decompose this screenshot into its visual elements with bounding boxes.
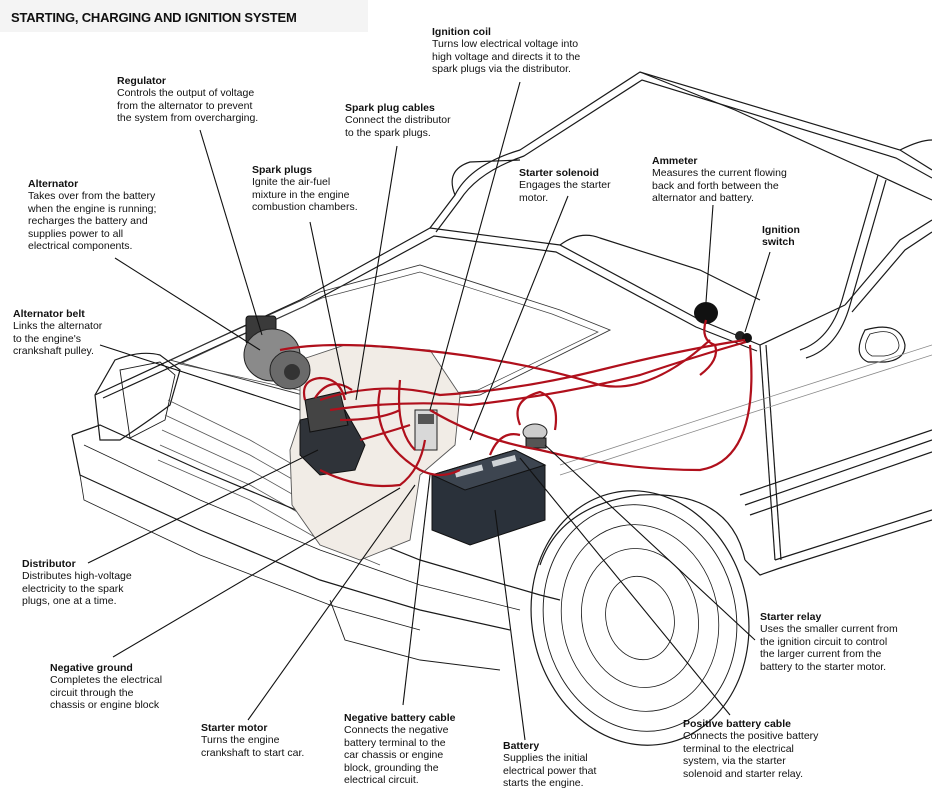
label-heading: Starter motor [201, 722, 268, 734]
label-heading: Alternator belt [13, 308, 85, 320]
leader-spark-plugs [309, 221, 347, 396]
leader-starter-motor [247, 484, 416, 721]
label-description: Connects the positive battery terminal t… [683, 730, 819, 780]
distributor-part [299, 391, 366, 476]
label-distributor: Distributor Distributes high-voltage ele… [22, 558, 132, 608]
label-heading: Ignition switch [762, 224, 800, 249]
label-heading: Regulator [117, 75, 167, 87]
label-spark-plugs: Spark plugs Ignite the air-fuel mixture … [252, 164, 358, 214]
label-ignition-coil: Ignition coil Turns low electrical volta… [432, 26, 580, 76]
label-heading: Starter relay [760, 611, 822, 623]
ignition-switch-part [735, 331, 752, 343]
label-description: Completes the electrical circuit through… [50, 674, 163, 712]
label-description: Supplies the initial electrical power th… [503, 752, 597, 790]
leader-positive-battery-cable [519, 457, 731, 716]
leader-regulator [199, 129, 263, 336]
label-battery: Battery Supplies the initial electrical … [503, 740, 596, 790]
label-heading: Alternator [28, 178, 79, 190]
leader-starter-solenoid [469, 195, 569, 441]
label-ammeter: Ammeter Measures the current flowing bac… [652, 155, 787, 205]
label-description: Distributes high-voltage electricity to … [22, 570, 132, 608]
label-heading: Distributor [22, 558, 76, 570]
title-band [0, 0, 368, 32]
leader-alternator [114, 257, 261, 351]
diagram-title: STARTING, CHARGING AND IGNITION SYSTEM [11, 10, 297, 25]
starter-relay-part [522, 423, 548, 449]
label-positive-battery-cable: Positive battery cable Connects the posi… [683, 718, 818, 780]
label-heading: Battery [503, 740, 540, 752]
label-description: Engages the starter motor. [519, 179, 611, 204]
label-spark-plug-cables: Spark plug cables Connect the distributo… [345, 102, 451, 139]
leader-negative-battery-cable [402, 474, 431, 706]
label-regulator: Regulator Controls the output of voltage… [117, 75, 258, 125]
label-starter-motor: Starter motor Turns the engine crankshaf… [201, 722, 304, 759]
label-heading: Negative ground [50, 662, 133, 674]
leader-ammeter [705, 204, 714, 303]
label-starter-solenoid: Starter solenoid Engages the starter mot… [519, 167, 611, 204]
leader-spark-plug-cables [355, 145, 398, 401]
label-description: Turns the engine crankshaft to start car… [201, 734, 305, 759]
label-description: Measures the current flowing back and fo… [652, 167, 787, 205]
leader-ignition-coil [429, 81, 521, 411]
leader-starter-relay [544, 444, 756, 641]
label-starter-relay: Starter relay Uses the smaller current f… [760, 611, 898, 673]
label-alternator-belt: Alternator belt Links the alternator to … [13, 308, 102, 358]
label-description: Connects the negative battery terminal t… [344, 724, 449, 787]
alternator-part [243, 315, 311, 390]
label-heading: Ammeter [652, 155, 698, 167]
label-description: Turns low electrical voltage into high v… [432, 38, 581, 76]
label-heading: Positive battery cable [683, 718, 791, 730]
label-negative-ground: Negative ground Completes the electrical… [50, 662, 162, 712]
label-description: Uses the smaller current from the igniti… [760, 623, 898, 673]
leader-lines [87, 81, 771, 741]
label-alternator: Alternator Takes over from the battery w… [28, 178, 156, 252]
label-description: Ignite the air-fuel mixture in the engin… [252, 176, 358, 214]
label-ignition-switch: Ignition switch [762, 224, 800, 249]
ignition-coil-part [414, 409, 438, 451]
label-description: Takes over from the battery when the eng… [28, 190, 157, 253]
label-heading: Spark plug cables [345, 102, 435, 114]
battery-part [430, 449, 547, 546]
label-negative-battery-cable: Negative battery cable Connects the nega… [344, 712, 455, 786]
label-heading: Spark plugs [252, 164, 313, 176]
leader-negative-ground [112, 487, 401, 658]
leader-alternator-belt [99, 344, 301, 411]
label-description: Links the alternator to the engine's cra… [13, 320, 103, 358]
label-description: Controls the output of voltage from the … [117, 87, 259, 125]
leader-ignition-switch [744, 251, 771, 333]
ammeter-part [694, 302, 718, 324]
label-description: Connect the distributor to the spark plu… [345, 114, 451, 139]
leader-distributor [87, 449, 319, 564]
wiring-harness [279, 319, 753, 488]
label-heading: Ignition coil [432, 26, 491, 38]
label-heading: Negative battery cable [344, 712, 456, 724]
leader-battery [494, 509, 526, 741]
label-heading: Starter solenoid [519, 167, 599, 179]
